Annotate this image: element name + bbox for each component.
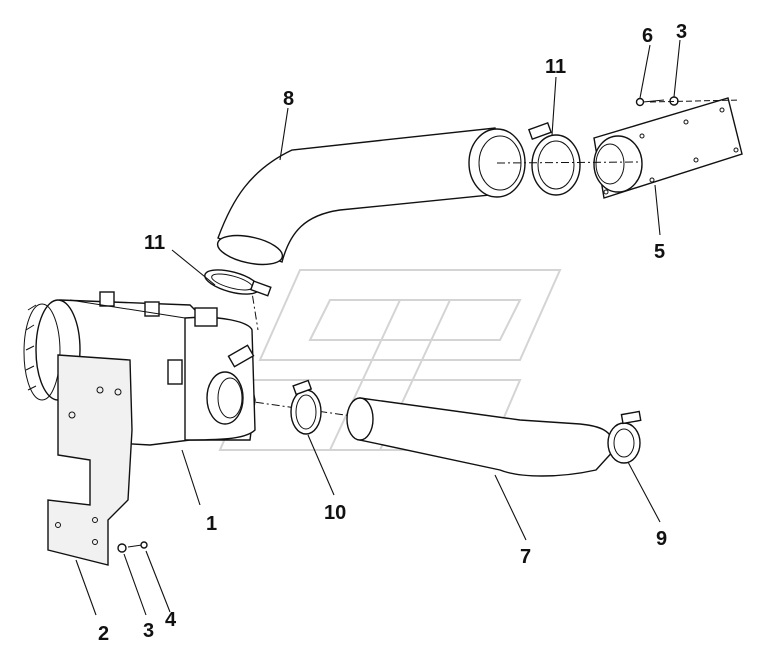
lower-hose [346,397,617,477]
mounting-bracket [47,354,133,566]
callout-5: 5 [654,241,665,263]
upper-intake-pipe [216,127,526,266]
end-hose-clamp [607,410,642,464]
flange-plate [593,97,743,199]
callout-3-top: 3 [676,21,687,43]
callout-7: 7 [520,546,531,568]
callout-4: 4 [165,609,177,631]
upper-hose-clamp [527,121,581,196]
callout-1: 1 [206,513,217,535]
callout-2: 2 [98,623,109,645]
flange-bolt [635,97,665,107]
callout-11-left: 11 [144,232,165,254]
bracket-washer [117,543,127,553]
callout-labels: 1 2 3 3 4 5 6 7 8 9 10 11 11 [98,21,687,645]
bracket-bolt [127,541,148,549]
callout-10: 10 [324,502,346,524]
lower-elbow-hose-clamp [204,269,272,297]
callout-3-bottom: 3 [143,620,154,642]
callout-11-top: 11 [545,56,566,78]
outlet-hose-clamp [290,379,322,435]
flange-washer [669,96,679,106]
callout-8: 8 [283,88,294,110]
callout-9: 9 [656,528,667,550]
callout-6: 6 [642,25,653,47]
leader-lines [75,39,681,616]
